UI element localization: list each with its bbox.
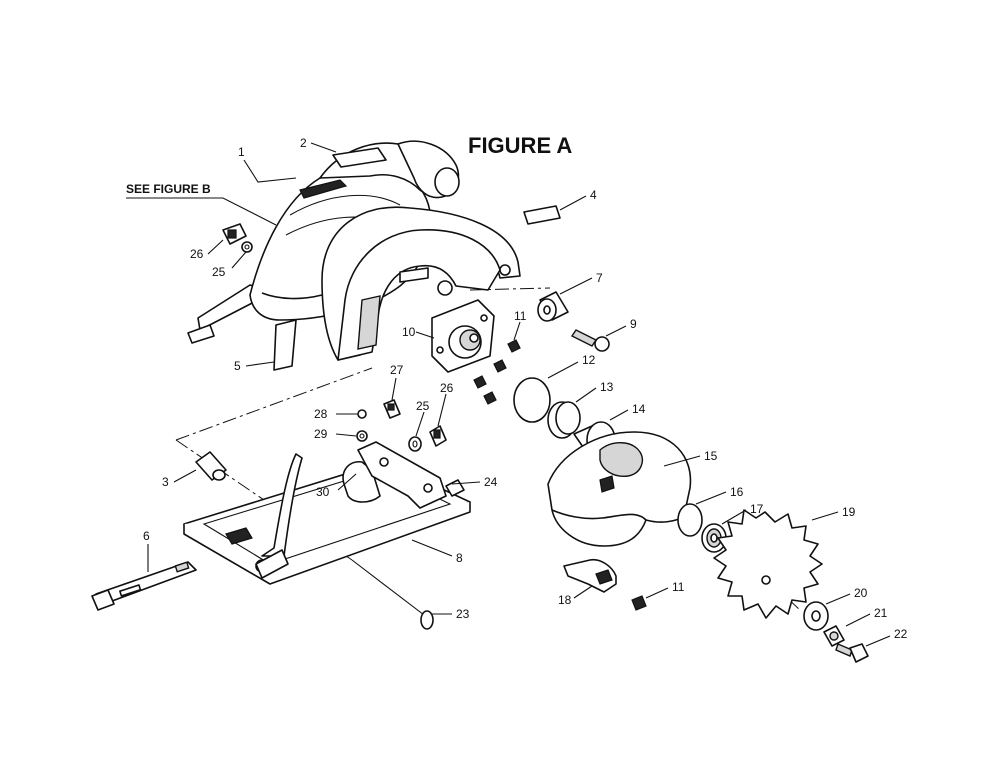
leader-2 bbox=[310, 142, 337, 153]
see-figure-leader bbox=[126, 197, 277, 226]
o-ring bbox=[677, 503, 703, 537]
leader-3 bbox=[173, 469, 197, 483]
callout-24: 24 bbox=[484, 475, 498, 489]
lever-screw bbox=[631, 595, 647, 611]
leader-26b bbox=[437, 393, 447, 427]
leader-26a bbox=[207, 239, 224, 255]
leader-13 bbox=[575, 387, 597, 403]
lower-blade-guard bbox=[547, 431, 692, 547]
depth-lever-parts bbox=[356, 399, 401, 442]
callout-26-lower: 26 bbox=[440, 381, 454, 395]
callout-17: 17 bbox=[750, 502, 764, 516]
leader-30 bbox=[337, 473, 357, 491]
upper-blade-guard bbox=[321, 206, 521, 361]
figure-title: FIGURE A bbox=[468, 133, 572, 158]
callout-10: 10 bbox=[402, 325, 416, 339]
bearing-screw bbox=[570, 329, 610, 352]
leader-10 bbox=[415, 331, 435, 339]
leader-11b bbox=[645, 587, 669, 599]
depth-quadrant bbox=[255, 453, 303, 579]
see-figure-reference: SEE FIGURE B bbox=[126, 182, 211, 196]
callout-15: 15 bbox=[704, 449, 718, 463]
warning-label bbox=[332, 147, 387, 168]
callout-25-upper: 25 bbox=[212, 265, 226, 279]
leader-5 bbox=[245, 361, 275, 367]
leader-17 bbox=[721, 509, 747, 525]
guide-rod bbox=[351, 559, 434, 630]
callout-3: 3 bbox=[162, 475, 169, 489]
callout-11-upper: 11 bbox=[514, 309, 527, 323]
callout-1: 1 bbox=[238, 145, 245, 159]
leader-25b bbox=[415, 411, 425, 437]
blade-bolt bbox=[835, 643, 869, 663]
blade-washer bbox=[823, 625, 845, 647]
leader-15 bbox=[663, 455, 701, 467]
side-label bbox=[273, 319, 297, 371]
motor-plate bbox=[431, 299, 495, 373]
plate-screws bbox=[473, 339, 521, 405]
leader-8 bbox=[411, 539, 453, 557]
callout-5: 5 bbox=[234, 359, 241, 373]
callout-9: 9 bbox=[630, 317, 637, 331]
spindle-washer bbox=[547, 401, 581, 439]
callout-22: 22 bbox=[894, 627, 908, 641]
blade-bearing bbox=[701, 523, 727, 553]
callout-30: 30 bbox=[316, 485, 330, 499]
leader-27 bbox=[391, 377, 397, 401]
callout-21: 21 bbox=[874, 606, 888, 620]
callout-27: 27 bbox=[390, 363, 404, 377]
axis-line-upper bbox=[175, 367, 373, 441]
callout-16: 16 bbox=[730, 485, 744, 499]
callout-11-lower: 11 bbox=[672, 580, 685, 594]
leader-19 bbox=[811, 511, 839, 521]
callout-28: 28 bbox=[314, 407, 328, 421]
callout-6: 6 bbox=[143, 529, 150, 543]
callout-19: 19 bbox=[842, 505, 856, 519]
callout-14: 14 bbox=[632, 402, 646, 416]
callout-13: 13 bbox=[600, 380, 614, 394]
retaining-ring bbox=[513, 377, 551, 423]
callout-7: 7 bbox=[596, 271, 603, 285]
depth-clamp-upper bbox=[222, 223, 253, 253]
callout-20: 20 bbox=[854, 586, 868, 600]
leader-7 bbox=[559, 277, 593, 295]
callout-18: 18 bbox=[558, 593, 572, 607]
leader-4 bbox=[559, 195, 587, 211]
leader-16 bbox=[695, 491, 727, 505]
pivot-pin bbox=[195, 451, 227, 481]
leader-25a bbox=[231, 251, 247, 269]
callout-12: 12 bbox=[582, 353, 596, 367]
guard-lever bbox=[563, 558, 617, 593]
saw-blade bbox=[713, 509, 823, 619]
leader-9 bbox=[605, 325, 627, 337]
leader-29 bbox=[335, 433, 357, 437]
guard-label bbox=[523, 205, 561, 225]
callout-23: 23 bbox=[456, 607, 470, 621]
leader-22 bbox=[865, 635, 891, 647]
leader-14 bbox=[609, 409, 629, 421]
rip-fence bbox=[91, 561, 197, 611]
leader-1 bbox=[243, 159, 297, 183]
bearing bbox=[537, 291, 569, 322]
leader-11a bbox=[513, 321, 521, 341]
callout-29: 29 bbox=[314, 427, 328, 441]
leader-21 bbox=[845, 613, 871, 627]
callout-4: 4 bbox=[590, 188, 597, 202]
leader-20 bbox=[825, 593, 851, 605]
callout-8: 8 bbox=[456, 551, 463, 565]
outer-washer bbox=[803, 601, 829, 631]
callout-25-lower: 25 bbox=[416, 399, 430, 413]
leader-24 bbox=[451, 481, 481, 485]
callout-2: 2 bbox=[300, 136, 307, 150]
callout-26-upper: 26 bbox=[190, 247, 204, 261]
leader-12 bbox=[547, 361, 579, 379]
leader-18 bbox=[573, 585, 593, 599]
bevel-bracket bbox=[342, 441, 465, 509]
depth-clamp-lower bbox=[408, 425, 447, 452]
